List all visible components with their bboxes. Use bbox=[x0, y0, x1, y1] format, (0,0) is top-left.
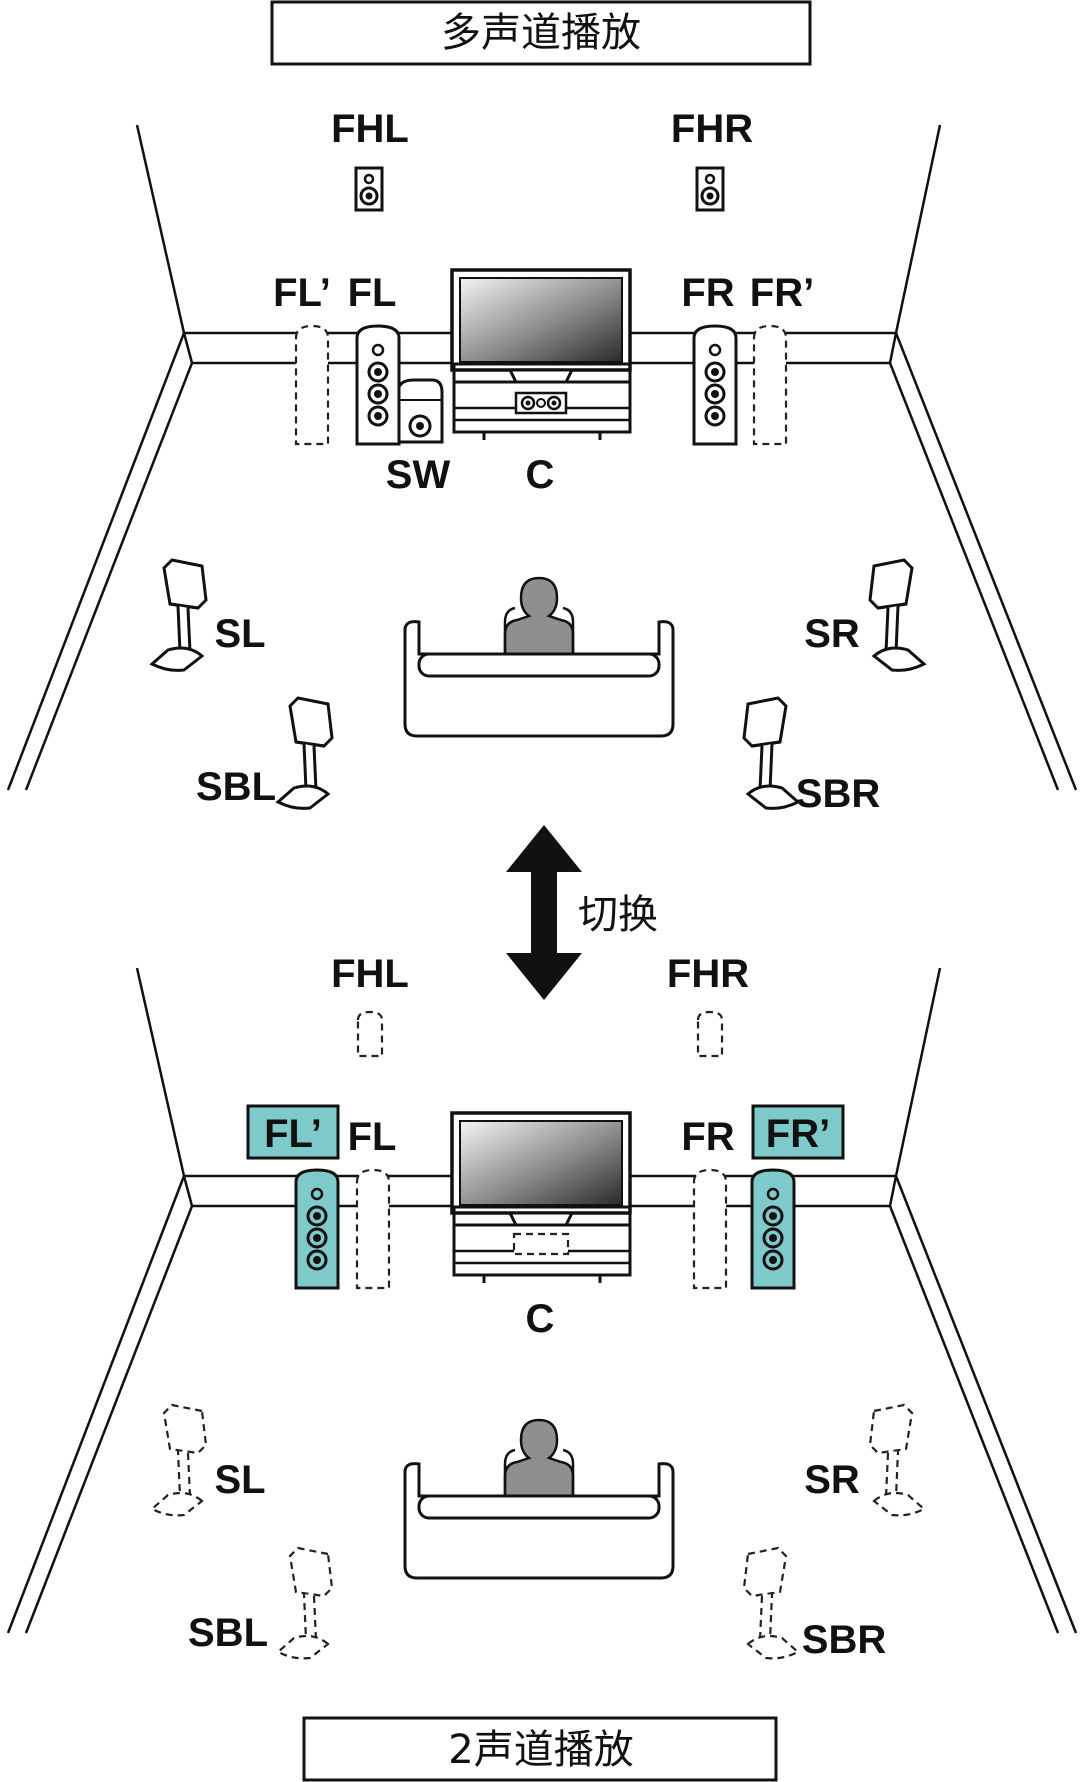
bottom-title: 2声道播放 bbox=[448, 1727, 633, 1773]
speaker-fhr-off bbox=[696, 1010, 724, 1058]
bottom-title-box: 2声道播放 bbox=[302, 1716, 778, 1782]
label-sr: SR bbox=[804, 612, 860, 656]
label-fr-prime-highlight bbox=[751, 1104, 845, 1160]
label-fr-bottom: FR bbox=[681, 1115, 734, 1159]
speaker-fl-prime-active bbox=[294, 1168, 340, 1290]
center-speaker-off bbox=[512, 1232, 570, 1256]
label-sbl-bottom: SBL bbox=[188, 1611, 268, 1655]
top-title: 多声道播放 bbox=[441, 10, 641, 56]
speaker-fr bbox=[692, 324, 738, 446]
label-sr-bottom: SR bbox=[804, 1458, 860, 1502]
label-fl-bottom: FL bbox=[348, 1115, 397, 1159]
label-sl: SL bbox=[214, 612, 265, 656]
speaker-sbr bbox=[742, 696, 800, 810]
top-title-box: 多声道播放 bbox=[270, 0, 812, 66]
speaker-fr-off bbox=[692, 1168, 728, 1290]
subwoofer bbox=[396, 378, 444, 444]
speaker-sbl-off bbox=[278, 1548, 332, 1658]
speaker-sbr-off bbox=[742, 1546, 800, 1660]
speaker-fhr bbox=[695, 166, 725, 212]
speaker-sr-off bbox=[868, 1403, 926, 1517]
label-fl: FL bbox=[348, 271, 397, 315]
speaker-sl-off bbox=[152, 1405, 206, 1515]
center-speaker bbox=[514, 391, 568, 415]
speaker-sr bbox=[868, 558, 926, 672]
label-fhl: FHL bbox=[331, 107, 409, 151]
label-fhr: FHR bbox=[671, 107, 753, 151]
label-fhr-bottom: FHR bbox=[667, 952, 749, 996]
label-c-bottom: C bbox=[526, 1297, 555, 1341]
tv-unit bbox=[450, 268, 632, 440]
bottom-scene: FHL FHR FL’ FL FR FR’ C SL SR SBL SBR bbox=[6, 952, 1078, 1662]
tv-unit-bottom bbox=[450, 1111, 632, 1283]
speaker-fhl-off bbox=[356, 1010, 384, 1058]
label-fl-prime-bottom: FL’ bbox=[264, 1112, 322, 1156]
label-sbl: SBL bbox=[196, 765, 276, 809]
speaker-fl-prime bbox=[294, 324, 330, 446]
sofa-listener bbox=[403, 576, 675, 738]
label-sw: SW bbox=[386, 453, 451, 497]
speaker-sl bbox=[152, 560, 206, 670]
speaker-fhl bbox=[354, 166, 384, 212]
speaker-fl-off bbox=[355, 1168, 391, 1290]
label-fr-prime-bottom: FR’ bbox=[766, 1112, 830, 1156]
label-fl-prime: FL’ bbox=[273, 271, 331, 315]
sofa-listener-bottom bbox=[403, 1418, 675, 1580]
label-fr-prime: FR’ bbox=[750, 271, 814, 315]
label-sbr-bottom: SBR bbox=[802, 1618, 887, 1662]
switch-arrow bbox=[506, 825, 582, 1000]
top-scene: FHL FHR FL’ FL FR FR’ SW C SL SR SBL SBR bbox=[6, 107, 1078, 816]
speaker-fr-prime-active bbox=[750, 1168, 796, 1290]
label-fr: FR bbox=[681, 271, 734, 315]
switch-label: 切换 bbox=[578, 892, 658, 938]
label-fhl-bottom: FHL bbox=[331, 952, 409, 996]
label-fl-prime-highlight bbox=[246, 1104, 340, 1160]
speaker-fl bbox=[355, 324, 401, 446]
label-sbr: SBR bbox=[796, 772, 881, 816]
speaker-fr-prime bbox=[752, 324, 788, 446]
label-sl-bottom: SL bbox=[214, 1458, 265, 1502]
label-c: C bbox=[526, 453, 555, 497]
speaker-sbl bbox=[278, 698, 332, 808]
